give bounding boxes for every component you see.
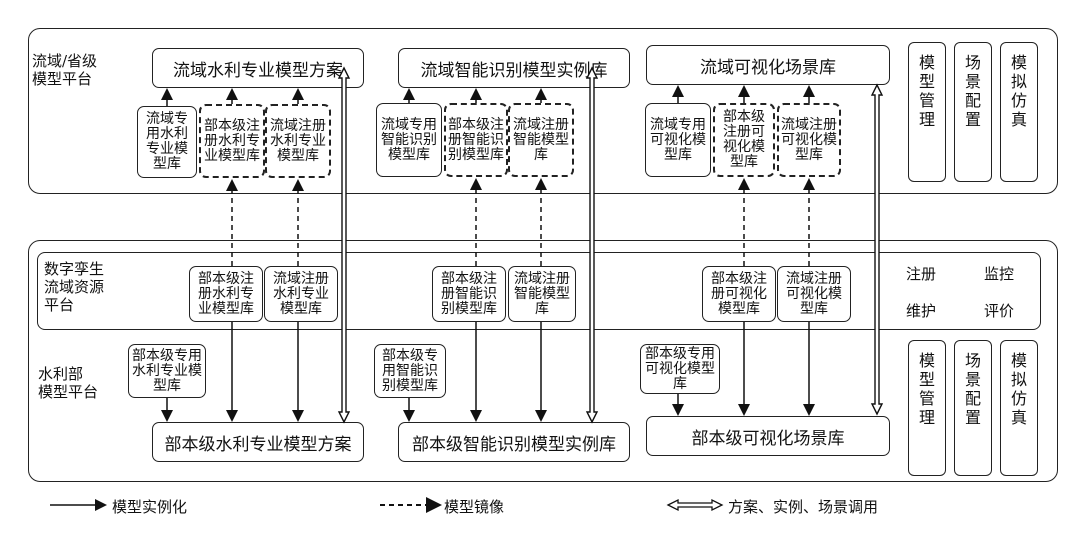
top-platform-label: 流域/省级 模型平台 [32, 52, 98, 88]
bottom-special-1: 部本级专用水利专业模型库 [128, 344, 206, 398]
top-scheme-1: 流域水利专业模型方案 [152, 48, 364, 88]
mid-g3-box1: 部本级注册可视化模型库 [702, 266, 776, 322]
bottom-platform-panel [28, 240, 1058, 482]
top-g2-box3: 流域注册智能模型库 [508, 103, 574, 177]
legend-double-arrow [666, 498, 724, 512]
bottom-side-scene-config: 场景配置 [954, 340, 992, 476]
bottom-special-2: 部本级专用智能识别模型库 [374, 344, 446, 398]
top-side-label-1: 模型管理 [919, 53, 936, 129]
top-g3-box1: 流域专用可视化模型库 [645, 103, 711, 177]
mid-g3-box2: 流域注册可视化模型库 [777, 266, 851, 322]
legend-instantiate-label: 模型实例化 [112, 498, 188, 516]
monitor-monitor: 监控 [984, 265, 1015, 283]
top-side-simulation: 模拟仿真 [1000, 42, 1038, 182]
top-g3-box2: 部本级注册可视化模型库 [713, 103, 775, 177]
bottom-side-label-3: 模拟仿真 [1011, 351, 1028, 427]
legend-call-label: 方案、实例、场景调用 [728, 498, 879, 516]
top-g1-box1: 流域专用水利专业模型库 [137, 106, 197, 178]
top-scheme-2: 流域智能识别模型实例库 [398, 48, 630, 88]
bottom-side-label-1: 模型管理 [919, 351, 936, 427]
top-side-label-2: 场景配置 [965, 53, 982, 129]
mid-g2-box2: 流域注册智能模型库 [508, 266, 576, 322]
bottom-side-simulation: 模拟仿真 [1000, 340, 1038, 476]
legend-mirror-label: 模型镜像 [444, 498, 505, 516]
bottom-special-3: 部本级专用可视化模型库 [640, 344, 720, 394]
bottom-platform-label: 水利部 模型平台 [38, 365, 99, 401]
mid-g2-box1: 部本级注册智能识别模型库 [432, 266, 506, 322]
top-side-model-mgmt: 模型管理 [908, 42, 946, 182]
top-g1-box2: 部本级注册水利专业模型库 [199, 104, 265, 178]
top-side-label-3: 模拟仿真 [1011, 53, 1028, 129]
monitor-maintain: 维护 [906, 302, 937, 320]
top-side-scene-config: 场景配置 [954, 42, 992, 182]
top-platform-panel [28, 28, 1058, 194]
bottom-scheme-2: 部本级智能识别模型实例库 [398, 422, 630, 462]
mid-g1-box1: 部本级注册水利专业模型库 [189, 266, 263, 322]
middle-platform-panel [37, 252, 1041, 330]
top-g2-box2: 部本级注册智能识别模型库 [444, 103, 508, 177]
top-g1-box3: 流域注册水利专业模型库 [265, 104, 331, 178]
top-g2-box1: 流域专用智能识别模型库 [376, 103, 442, 177]
middle-platform-label: 数字孪生 流域资源 平台 [44, 260, 105, 314]
top-g3-box3: 流域注册可视化模型库 [777, 103, 841, 177]
bottom-scheme-1: 部本级水利专业模型方案 [152, 422, 364, 462]
top-scheme-3: 流域可视化场景库 [646, 45, 890, 85]
bottom-side-model-mgmt: 模型管理 [908, 340, 946, 476]
monitor-evaluate: 评价 [984, 302, 1015, 320]
mid-g1-box2: 流域注册水利专业模型库 [264, 266, 338, 322]
bottom-side-label-2: 场景配置 [965, 351, 982, 427]
monitor-register: 注册 [906, 265, 937, 283]
bottom-scheme-3: 部本级可视化场景库 [646, 416, 890, 456]
